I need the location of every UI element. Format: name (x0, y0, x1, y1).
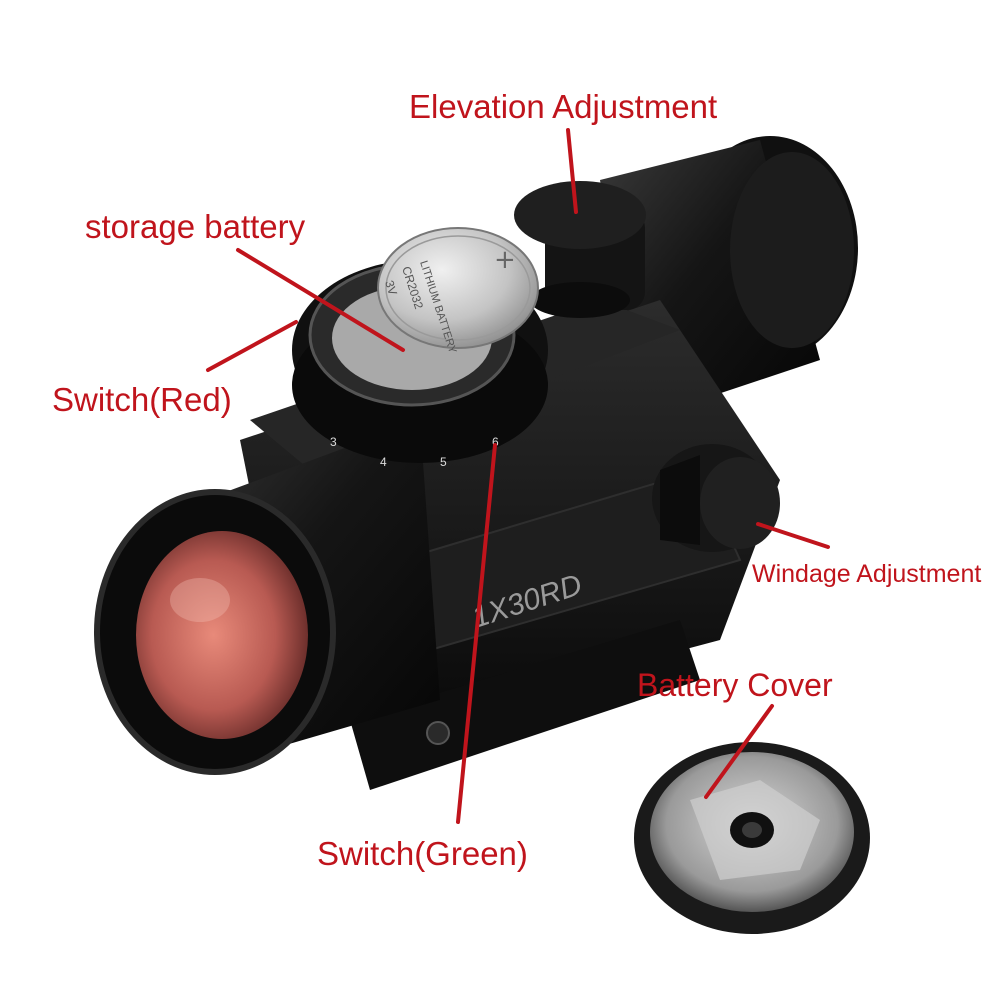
battery-cover-part (634, 742, 870, 934)
objective-lens (136, 531, 308, 739)
rail-mount (350, 620, 700, 790)
battery-voltage-marking: 3V (382, 279, 400, 297)
leader-switch-red (206, 320, 298, 372)
leader-lines (206, 128, 830, 824)
dial-numbers: 3 4 5 6 (330, 435, 499, 469)
callout-windage-adjustment: Windage Adjustment (752, 560, 982, 588)
leader-windage (756, 522, 830, 549)
coin-battery: LITHIUM BATTERY CR2032 3V + (377, 227, 539, 356)
rear-tube (600, 136, 858, 420)
dial-number: 4 (380, 455, 387, 469)
leader-storage-battery (236, 248, 405, 352)
dial-number: 5 (440, 455, 447, 469)
hex-screw-icon (426, 721, 450, 745)
callout-switch-green: Switch(Green) (317, 835, 528, 872)
leader-switch-green (456, 443, 497, 824)
elevation-knob (514, 181, 646, 318)
leader-elevation (566, 128, 578, 214)
leader-battery-cover (704, 704, 774, 799)
dial-number: 6 (492, 435, 499, 449)
callout-elevation-adjustment: Elevation Adjustment (409, 88, 718, 125)
callout-storage-battery: storage battery (85, 208, 306, 245)
dial-number: 3 (330, 435, 337, 449)
battery-plus-icon: + (494, 245, 516, 275)
front-tube (94, 420, 440, 775)
callout-battery-cover: Battery Cover (637, 667, 833, 703)
callout-switch-red: Switch(Red) (52, 381, 232, 418)
